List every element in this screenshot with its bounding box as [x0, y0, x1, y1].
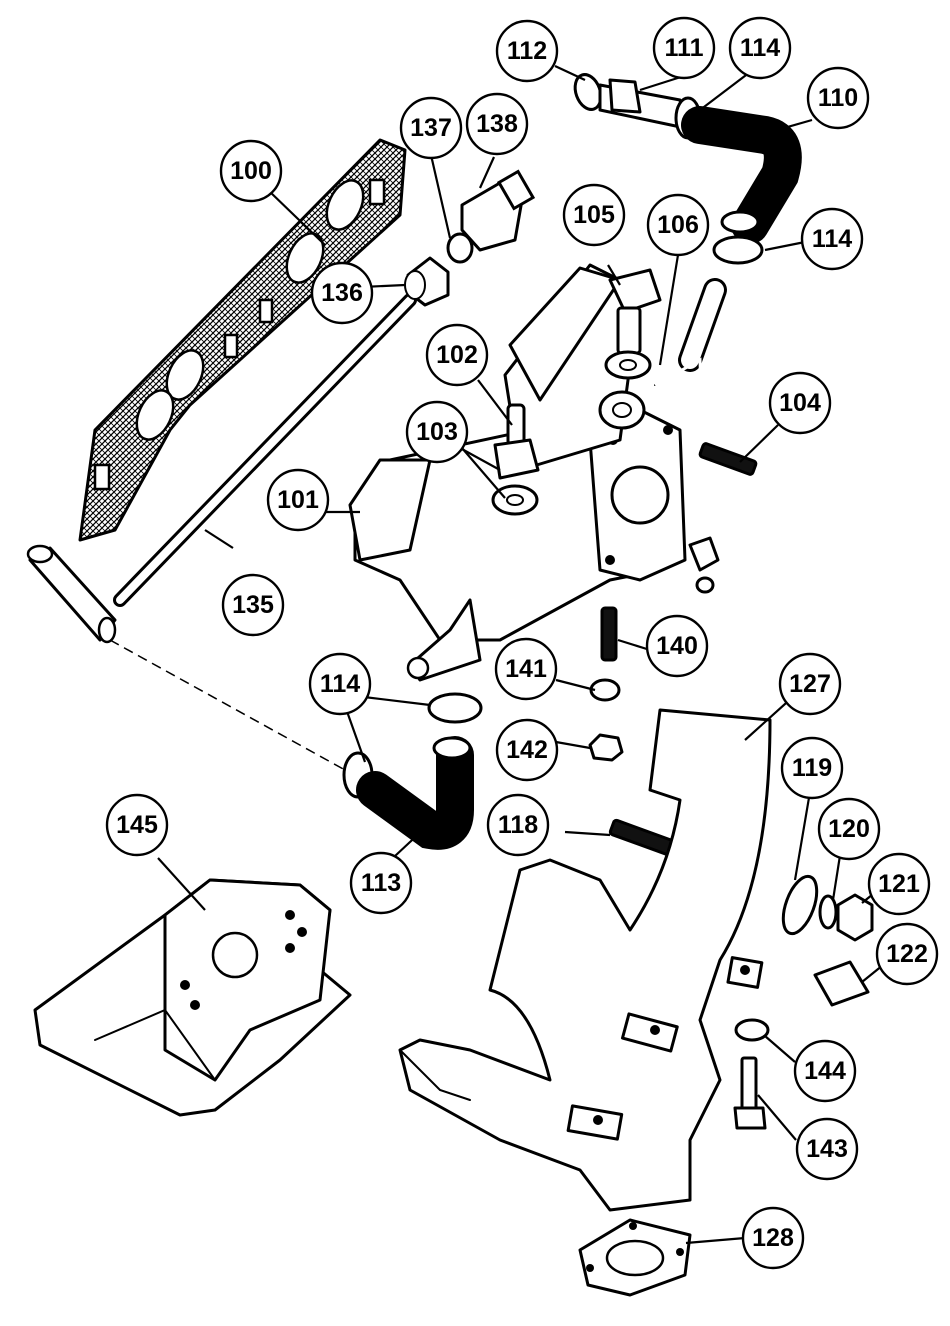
outlet-pipe	[654, 278, 727, 594]
callout-135: 135	[221, 573, 285, 637]
washer-141	[589, 678, 621, 702]
callout-105: 105	[562, 183, 626, 247]
manifold-gasket	[78, 138, 407, 542]
stud-104	[698, 442, 758, 476]
nut-121	[836, 893, 874, 942]
washer-120	[818, 894, 838, 930]
svg-text:120: 120	[828, 815, 870, 843]
svg-text:144: 144	[804, 1057, 846, 1085]
leader-lines	[157, 65, 889, 1245]
svg-text:106: 106	[657, 211, 699, 239]
svg-text:127: 127	[789, 670, 831, 698]
banjo-bolt-105	[608, 268, 662, 355]
svg-text:138: 138	[476, 110, 518, 138]
callout-100: 100	[219, 139, 283, 203]
svg-text:118: 118	[498, 811, 538, 839]
hose-113	[356, 736, 474, 850]
callout-143: 143	[795, 1117, 859, 1181]
callout-118: 118	[486, 793, 550, 857]
callout-110: 110	[806, 66, 870, 130]
callout-103: 103	[405, 400, 469, 464]
svg-text:114: 114	[320, 670, 360, 698]
callout-104: 104	[768, 371, 832, 435]
callout-137: 137	[399, 96, 463, 160]
callout-121: 121	[867, 852, 931, 916]
olive-137	[446, 232, 474, 264]
svg-text:141: 141	[505, 655, 547, 683]
svg-text:135: 135	[232, 591, 274, 619]
callout-142: 142	[495, 718, 559, 782]
svg-text:136: 136	[321, 279, 363, 307]
callout-140: 140	[645, 614, 709, 678]
bolt-143	[733, 1056, 767, 1130]
callout-127: 127	[778, 652, 842, 716]
stud-118	[608, 818, 677, 857]
callout-106: 106	[646, 193, 710, 257]
adaptor-138	[460, 169, 536, 252]
callout-145: 145	[105, 793, 169, 857]
callout-119: 119	[780, 736, 844, 800]
hose-110	[681, 106, 802, 244]
svg-text:121: 121	[878, 870, 920, 898]
callout-128: 128	[741, 1206, 805, 1270]
svg-text:112: 112	[507, 37, 547, 65]
svg-text:122: 122	[886, 940, 928, 968]
exhaust-gasket-128	[578, 1218, 692, 1297]
svg-text:114: 114	[740, 34, 780, 62]
alignment-line	[109, 639, 346, 771]
stud-140	[600, 606, 618, 662]
callout-114-low: 114	[308, 652, 372, 716]
svg-text:103: 103	[416, 418, 458, 446]
adaptor-111	[598, 78, 687, 130]
spacer-122	[813, 960, 870, 1007]
nut-142	[588, 733, 624, 762]
hose-clip-114-mid	[712, 235, 764, 265]
callout-113: 113	[349, 851, 413, 915]
callout-114-mid: 114	[800, 207, 864, 271]
callout-101: 101	[266, 468, 330, 532]
svg-text:105: 105	[573, 201, 615, 229]
svg-text:119: 119	[792, 754, 832, 782]
washer-106	[598, 350, 652, 430]
bleed-valve-102	[493, 403, 540, 480]
callout-138: 138	[465, 92, 529, 156]
exhaust-manifold	[398, 708, 772, 1212]
svg-text:111: 111	[665, 34, 704, 62]
svg-text:110: 110	[818, 84, 858, 112]
washer-144	[734, 1018, 770, 1042]
svg-text:145: 145	[116, 811, 158, 839]
svg-text:102: 102	[436, 341, 478, 369]
heat-shield-145	[33, 878, 352, 1117]
callout-141: 141	[494, 637, 558, 701]
svg-text:137: 137	[410, 114, 452, 142]
svg-text:101: 101	[277, 486, 319, 514]
callout-112: 112	[495, 19, 559, 83]
svg-text:142: 142	[506, 736, 548, 764]
callout-114-top: 114	[728, 16, 792, 80]
callout-102: 102	[425, 323, 489, 387]
heater-valve-body	[348, 263, 687, 682]
callout-122: 122	[875, 922, 939, 986]
svg-text:143: 143	[806, 1135, 848, 1163]
svg-text:140: 140	[656, 632, 698, 660]
svg-text:100: 100	[230, 157, 272, 185]
vacuum-pipe	[26, 293, 417, 644]
svg-text:104: 104	[779, 389, 821, 417]
callout-111: 111	[652, 16, 716, 80]
washer-119	[781, 874, 819, 936]
svg-text:114: 114	[812, 225, 852, 253]
svg-text:113: 113	[361, 869, 401, 897]
washer-103	[491, 484, 539, 516]
union-nut-136	[404, 256, 450, 307]
callout-120: 120	[817, 797, 881, 861]
callout-136: 136	[310, 261, 374, 325]
svg-text:128: 128	[752, 1224, 794, 1252]
callout-144: 144	[793, 1039, 857, 1103]
